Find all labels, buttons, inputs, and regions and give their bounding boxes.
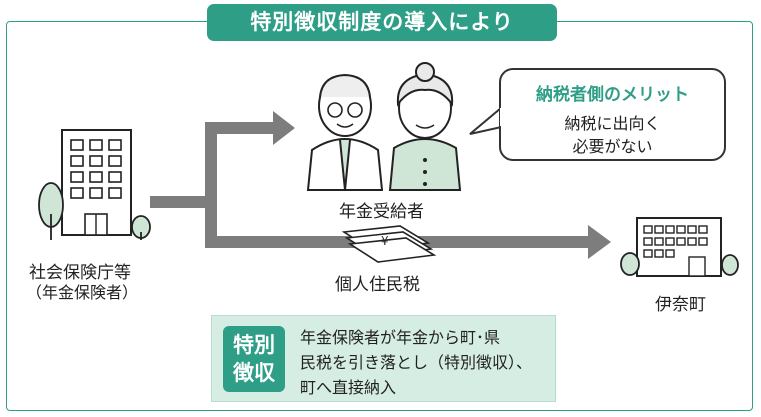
merit-speech-bubble: 納税者側のメリット 納税に出向く 必要がない — [499, 68, 726, 161]
bubble-tail-cover — [500, 108, 504, 126]
info-line: 町へ直接納入 — [300, 378, 397, 397]
insurer-sublabel: （年金保険者） — [26, 283, 139, 302]
tree-icon — [131, 215, 151, 240]
town-hall-icon — [636, 217, 722, 277]
tax-label: 個人住民税 — [335, 275, 420, 295]
tree-icon — [38, 182, 64, 240]
info-line: 民税を引き落とし（特別徴収）、 — [300, 353, 533, 372]
bubble-title: 納税者側のメリット — [536, 85, 689, 105]
arrow-to-town-head — [588, 225, 611, 259]
info-box: 特別 徴収 年金保険者が年金から町･県 民税を引き落とし（特別徴収）、 町へ直接… — [211, 315, 556, 402]
info-line: 年金保険者が年金から町･県 — [300, 328, 501, 347]
badge-line: 特別 — [233, 333, 275, 357]
insurer-label: 社会保険庁等 — [29, 263, 131, 283]
arrow-trunk — [150, 196, 217, 208]
arrow-to-pensioners-shaft — [205, 122, 275, 134]
special-collection-badge: 特別 徴収 — [223, 326, 285, 392]
pensioners-label: 年金受給者 — [339, 202, 424, 222]
arrow-to-pensioners-head — [273, 111, 295, 145]
bubble-line: 納税に出向く — [564, 114, 661, 133]
town-label: 伊奈町 — [655, 295, 706, 315]
elderly-couple-icon — [306, 62, 462, 191]
flow-arrows — [150, 111, 611, 259]
arrow-vertical — [205, 122, 217, 248]
office-building-icon — [61, 129, 132, 236]
bubble-line: 必要がない — [572, 137, 653, 156]
tree-icon — [620, 252, 739, 276]
yen-icon: ¥ — [381, 234, 389, 248]
page-title: 特別徴収制度の導入により — [207, 4, 557, 41]
tax-papers-icon: ¥ — [341, 225, 437, 263]
badge-line: 徴収 — [233, 361, 275, 385]
